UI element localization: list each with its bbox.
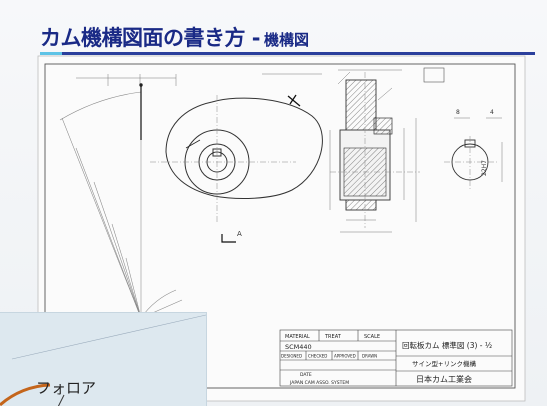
title-rule <box>40 52 535 55</box>
dim-keyway-width: 4 <box>490 109 494 116</box>
side-view-center-lines <box>444 136 498 190</box>
tb-motion-curve: サイン型+リンク機構 <box>412 359 476 368</box>
page-title: カム機構図面の書き方 - <box>40 26 261 50</box>
section-mark: A <box>237 230 242 238</box>
tb-material-value: SCM440 <box>285 343 312 351</box>
title-block-grid <box>279 329 513 387</box>
fan-pivot-point <box>139 83 143 87</box>
follower-callout: フォロア <box>0 312 207 406</box>
section-view <box>330 72 420 228</box>
roughness-symbol <box>423 67 445 83</box>
timing-fan-lines <box>59 85 183 319</box>
tb-designed: DESIGNED <box>281 354 302 359</box>
section-arrow-top <box>287 94 301 107</box>
tb-scale-header: SCALE <box>364 334 380 340</box>
cam-center-lines <box>150 95 296 222</box>
follower-label: フォロア <box>36 379 97 397</box>
dimension-labels: 22H7 4 8 <box>456 109 494 176</box>
tb-checked: CHECKED <box>308 354 327 359</box>
title-wrap: カム機構図面の書き方 -機構図 <box>40 22 309 52</box>
title-block-text: MATERIAL TREAT SCALE SCM440 DESIGNED CHE… <box>281 334 492 386</box>
section-arrow-bottom <box>221 234 236 243</box>
section-dimension-lines <box>329 71 417 233</box>
tb-drawn: DRAWN <box>362 354 377 359</box>
tb-approved: APPROVED <box>334 354 356 359</box>
dim-keyway-depth: 8 <box>456 109 460 116</box>
side-view-dimension-lines <box>454 117 503 182</box>
tb-material-header: MATERIAL <box>285 334 310 340</box>
page-subtitle: 機構図 <box>264 31 310 49</box>
title-accent <box>40 52 62 55</box>
tb-association: JAPAN CAM ASSO. SYSTEM <box>289 380 349 386</box>
tb-treat-header: TREAT <box>324 334 342 340</box>
drawing-border <box>44 63 516 389</box>
dim-bore: 22H7 <box>481 160 488 176</box>
tb-company: 日本カム工業会 <box>416 374 472 384</box>
rotation-arrow <box>185 139 201 149</box>
follower-arc-icon <box>0 314 206 406</box>
tb-date-label: DATE <box>300 372 312 378</box>
tb-drawing-name: 回転板カム 標準図 (3) - ½ <box>402 340 492 350</box>
